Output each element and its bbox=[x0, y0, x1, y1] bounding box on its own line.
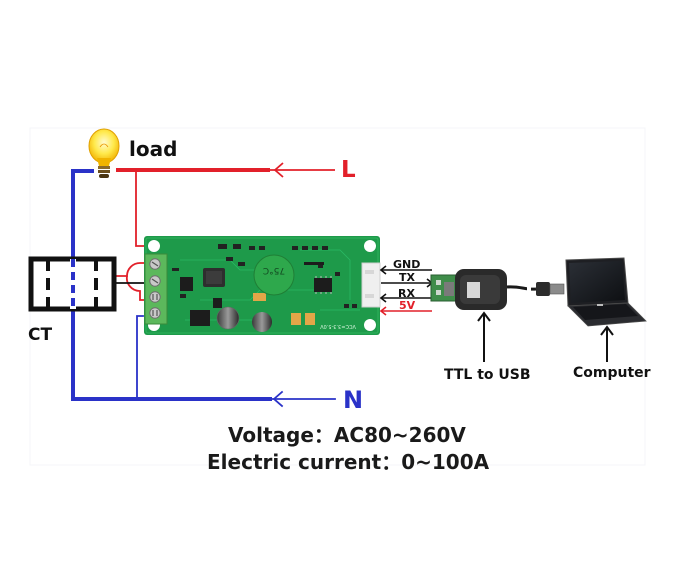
ct-label: CT bbox=[28, 325, 53, 345]
live-wire bbox=[114, 162, 335, 301]
lightbulb-icon bbox=[88, 128, 120, 178]
load-label: load bbox=[129, 137, 178, 161]
power-meter-module: 75°C VCC=3.3-5.0V bbox=[144, 236, 381, 335]
adapter-label: TTL to USB bbox=[444, 367, 531, 383]
voltage-spec: Voltage：AC80~260V bbox=[228, 423, 466, 447]
pin-label-tx: TX bbox=[399, 271, 415, 284]
pointer-arrows bbox=[477, 311, 614, 362]
computer-label: Computer bbox=[573, 365, 651, 381]
board-marking: VCC=3.3-5.0V bbox=[320, 323, 356, 329]
sensor-marking: 75°C bbox=[263, 265, 285, 275]
neutral-label: N bbox=[343, 386, 364, 414]
current-spec: Electric current：0~100A bbox=[207, 450, 490, 474]
terminal-block bbox=[144, 253, 168, 325]
current-transformer bbox=[28, 256, 117, 312]
laptop-icon bbox=[565, 257, 647, 327]
pin-label-rx: RX bbox=[398, 287, 415, 300]
pin-label-gnd: GND bbox=[393, 258, 421, 271]
ttl-usb-adapter bbox=[430, 269, 565, 310]
pin-label-5v: 5V bbox=[399, 299, 416, 312]
line-label: L bbox=[341, 157, 356, 183]
connector-leads bbox=[379, 265, 434, 316]
